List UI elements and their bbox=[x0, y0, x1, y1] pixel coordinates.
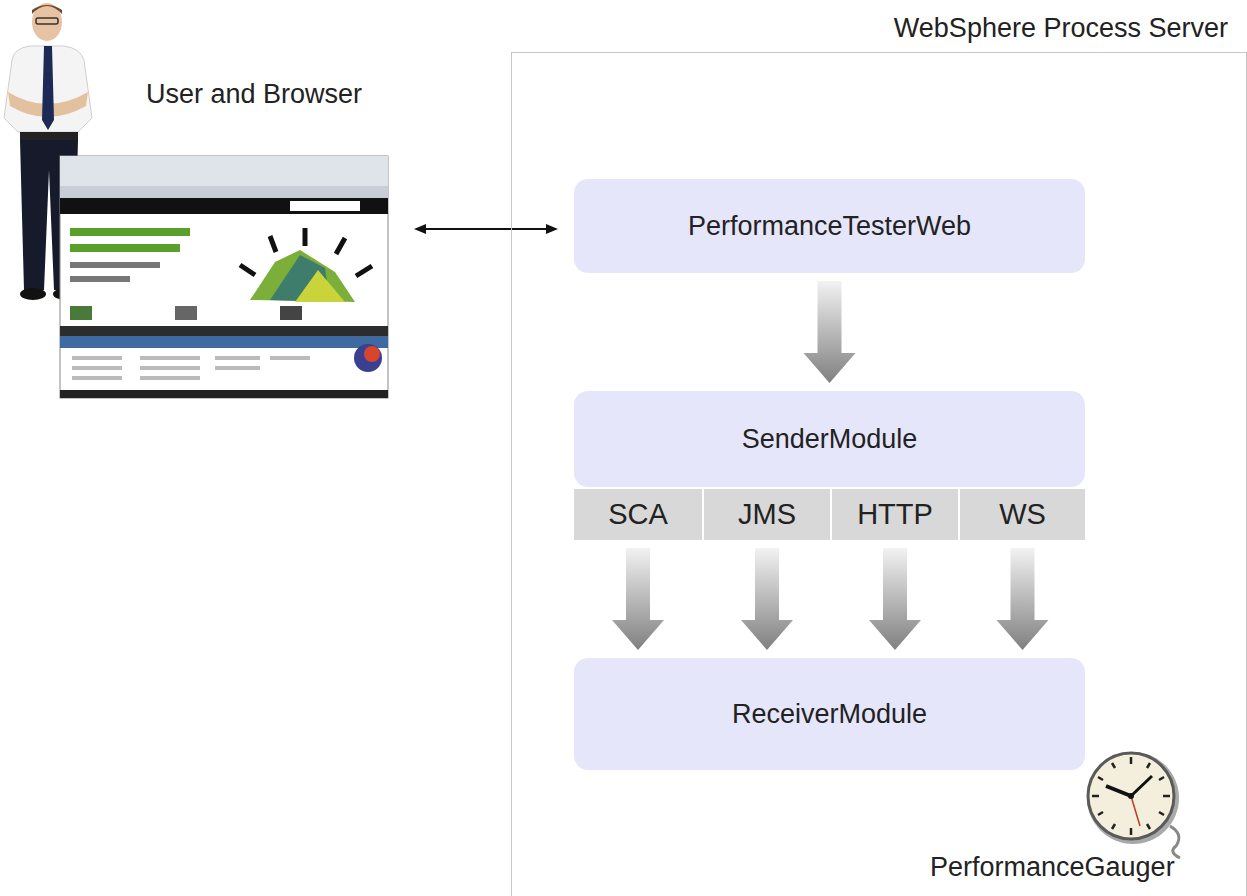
process-box: ReceiverModule bbox=[574, 658, 1085, 770]
flow-arrow bbox=[612, 548, 664, 650]
binding-label: WS bbox=[999, 498, 1046, 531]
user-browser-illustration bbox=[0, 0, 420, 410]
binding-label: JMS bbox=[738, 498, 796, 531]
flow-arrow bbox=[804, 281, 856, 383]
module-label: ReceiverModule bbox=[732, 699, 927, 730]
process-box: SenderModule bbox=[574, 391, 1085, 487]
component-label: PerformanceGauger bbox=[930, 852, 1175, 883]
process-server-container: WebSphere Process ServerPerformanceTeste… bbox=[511, 52, 1247, 896]
flow-arrow bbox=[997, 548, 1049, 650]
binding-band: SCA bbox=[574, 489, 702, 540]
binding-band: WS bbox=[960, 489, 1085, 540]
browser-window bbox=[60, 156, 388, 398]
module-label: PerformanceTesterWeb bbox=[688, 211, 971, 242]
module-label: SenderModule bbox=[742, 424, 918, 455]
process-box: PerformanceTesterWeb bbox=[574, 179, 1085, 273]
actor-label: User and Browser bbox=[146, 79, 362, 110]
binding-label: HTTP bbox=[857, 498, 933, 531]
arrow-head bbox=[414, 224, 426, 234]
container-heading: WebSphere Process Server bbox=[894, 13, 1228, 44]
binding-label: SCA bbox=[608, 498, 668, 531]
binding-band: JMS bbox=[704, 489, 830, 540]
flow-arrow bbox=[869, 548, 921, 650]
arrow-head bbox=[546, 224, 558, 234]
link-line bbox=[422, 228, 550, 230]
binding-band: HTTP bbox=[832, 489, 958, 540]
flow-arrow bbox=[741, 548, 793, 650]
